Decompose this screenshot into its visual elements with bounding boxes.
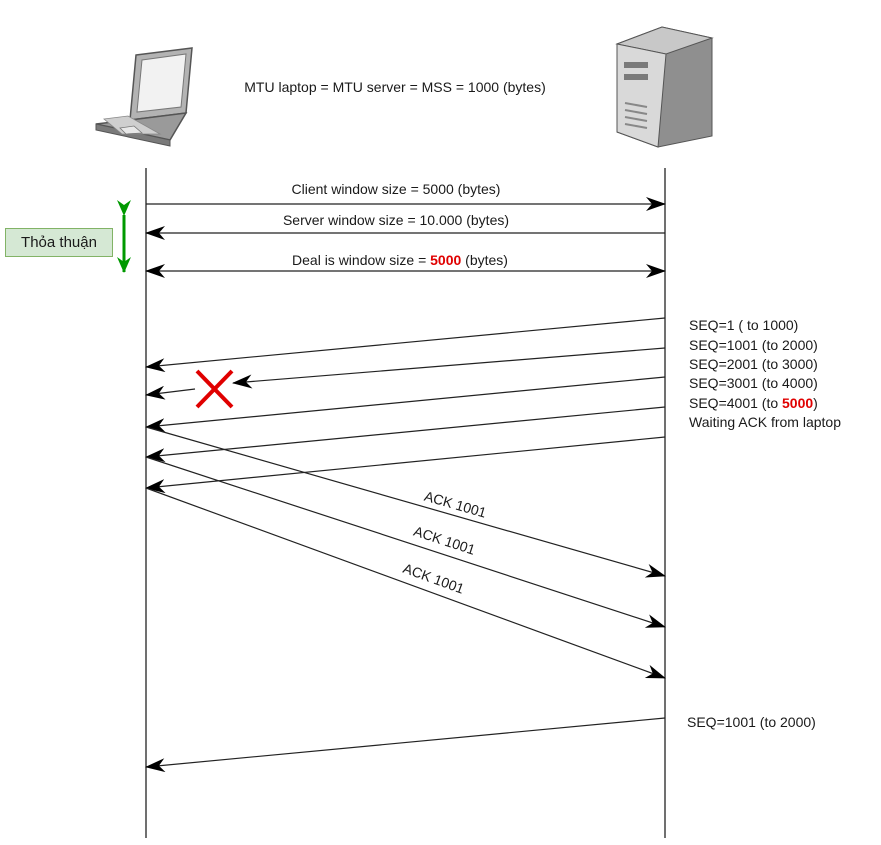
segment-label-5: SEQ=4001 (to 5000) <box>689 395 818 411</box>
segment-arrow-2-continuation <box>145 385 196 400</box>
segment-arrow-4 <box>145 406 666 463</box>
retransmit-label: SEQ=1001 (to 2000) <box>687 714 816 730</box>
ack-label-3: ACK 1001 <box>401 560 467 597</box>
segment-label-4: SEQ=3001 (to 4000) <box>689 375 818 391</box>
mtu-note: MTU laptop = MTU server = MSS = 1000 (by… <box>244 79 546 95</box>
agreement-badge: Thỏa thuận <box>5 228 113 257</box>
ack-arrow-1 <box>145 426 666 578</box>
ack-arrow-2 <box>145 456 666 628</box>
ack-arrow-3 <box>145 487 666 679</box>
segment-label-3: SEQ=2001 (to 3000) <box>689 356 818 372</box>
laptop-icon <box>95 47 193 147</box>
ack-label-2: ACK 1001 <box>412 523 478 558</box>
deal-window-label: Deal is window size = 5000 (bytes) <box>292 252 508 268</box>
segment-arrow-2-lost <box>232 347 666 389</box>
server-tower-icon <box>615 26 714 148</box>
deal-window-value: 5000 <box>430 252 461 268</box>
segment-label-1: SEQ=1 ( to 1000) <box>689 317 798 333</box>
server-window-label: Server window size = 10.000 (bytes) <box>283 212 509 228</box>
segment-arrow-1 <box>145 317 666 373</box>
segment-arrow-5 <box>145 436 666 494</box>
waiting-label: Waiting ACK from laptop <box>689 414 841 430</box>
segment-label-5-value: 5000 <box>782 395 813 411</box>
retransmit-arrow <box>145 717 666 773</box>
client-window-label: Client window size = 5000 (bytes) <box>292 181 501 197</box>
lost-packet-x-icon <box>195 369 234 409</box>
segment-arrow-3 <box>145 376 666 433</box>
segment-label-2: SEQ=1001 (to 2000) <box>689 337 818 353</box>
